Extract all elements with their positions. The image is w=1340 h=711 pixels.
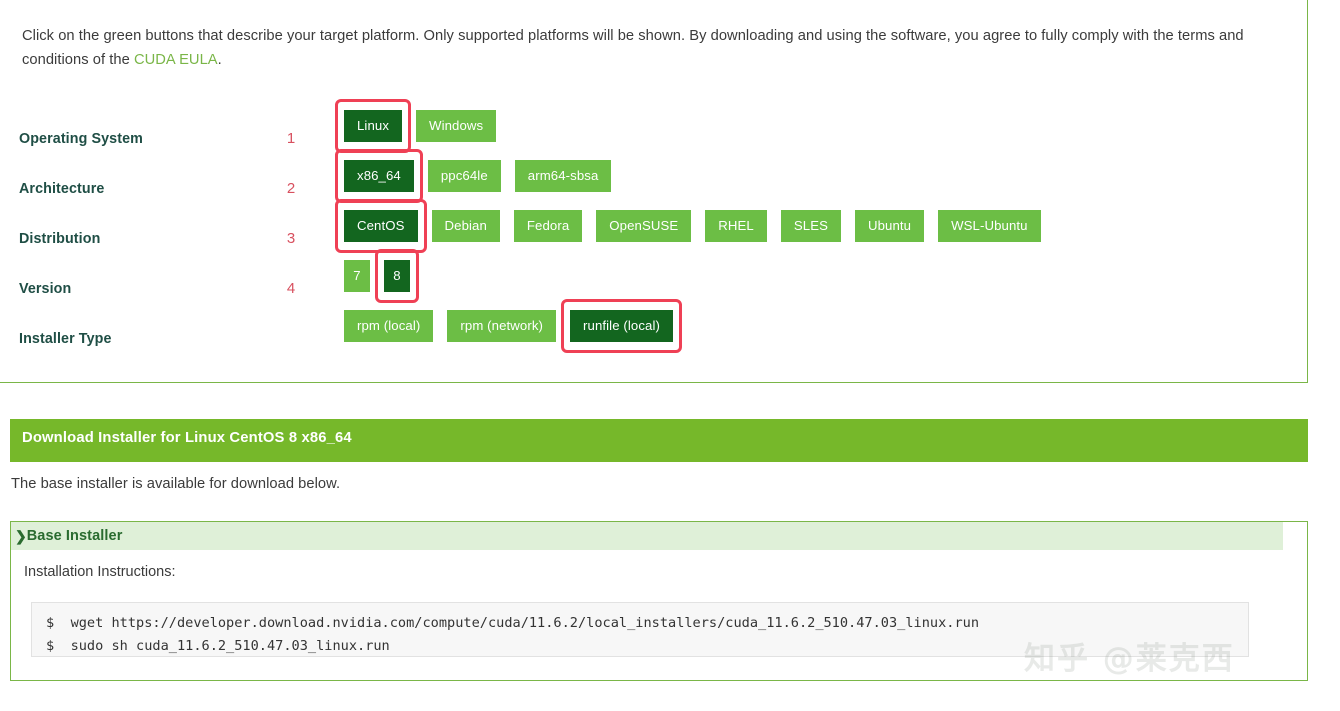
base-installer-accordion-title: Base Installer (26, 528, 123, 544)
matrix-row: Distribution 3 CentOS Debian Fedora OpenSUSE R… (0, 199, 1308, 260)
option-wrapper: Debian (431, 210, 500, 242)
matrix-row: Installer Type rpm (local) rpm (network) ru… (0, 299, 1308, 360)
matrix-option-strip: rpm (local) rpm (network) runfile (local) (344, 299, 683, 360)
option-wrapper: RHEL (705, 210, 767, 242)
base-installer-box: ❯ Base Installer Installation Instructio… (10, 521, 1308, 681)
platform-option-button[interactable]: RHEL (705, 210, 767, 242)
command-line: $ sudo sh cuda_11.6.2_510.47.03_linux.ru… (46, 635, 1234, 657)
option-wrapper: Ubuntu (854, 210, 925, 242)
download-header-bar: Download Installer for Linux CentOS 8 x8… (10, 419, 1308, 462)
platform-option-button[interactable]: Linux (344, 110, 403, 142)
platform-option-button[interactable]: Fedora (513, 210, 583, 242)
matrix-option-strip: CentOS Debian Fedora OpenSUSE RHEL SLES Ubuntu… (335, 199, 1041, 260)
option-wrapper: rpm (network) (447, 310, 557, 342)
option-wrapper: Linux (335, 99, 412, 153)
option-wrapper: runfile (local) (561, 299, 683, 353)
shell-prompt: $ (46, 615, 55, 631)
platform-selector-panel: Click on the green buttons that describe… (0, 0, 1308, 383)
platform-option-button[interactable]: WSL-Ubuntu (938, 210, 1041, 242)
matrix-step-number: 3 (286, 230, 296, 247)
platform-option-button[interactable]: Debian (431, 210, 500, 242)
option-wrapper: WSL-Ubuntu (938, 210, 1041, 242)
matrix-step-number: 4 (286, 280, 296, 297)
base-installer-accordion-header[interactable]: ❯ Base Installer (11, 522, 1283, 550)
matrix-row: Operating System 1 Linux Windows (0, 99, 1308, 160)
download-header-title: Download Installer for Linux CentOS 8 x8… (22, 430, 352, 446)
intro-text-before: Click on the green buttons that describe… (22, 28, 1244, 68)
option-wrapper: 8 (375, 249, 419, 303)
option-wrapper: arm64-sbsa (514, 160, 612, 192)
matrix-row-label: Operating System (19, 131, 143, 147)
platform-option-button[interactable]: ppc64le (427, 160, 501, 192)
matrix-row-label: Distribution (19, 231, 101, 247)
chevron-right-icon: ❯ (15, 528, 27, 544)
base-installer-description: The base installer is available for down… (11, 476, 341, 492)
intro-text-after: . (217, 52, 222, 68)
matrix-option-strip: x86_64 ppc64le arm64-sbsa (335, 149, 612, 210)
installation-instructions-label: Installation Instructions: (24, 564, 176, 580)
option-wrapper: ppc64le (427, 160, 501, 192)
command-text: wget https://developer.download.nvidia.c… (70, 615, 980, 631)
command-line: $ wget https://developer.download.nvidia… (46, 612, 1234, 635)
command-text: sudo sh cuda_11.6.2_510.47.03_linux.run (70, 637, 390, 654)
platform-option-button[interactable]: 7 (344, 260, 370, 292)
install-command-block[interactable]: $ wget https://developer.download.nvidia… (31, 602, 1249, 657)
option-wrapper: OpenSUSE (596, 210, 692, 242)
option-wrapper: Fedora (513, 210, 583, 242)
matrix-row-label: Architecture (19, 181, 105, 197)
option-wrapper: CentOS (335, 199, 427, 253)
shell-prompt: $ (46, 637, 55, 654)
option-wrapper: Windows (416, 110, 497, 142)
matrix-row-label: Installer Type (19, 331, 112, 347)
option-wrapper: rpm (local) (344, 310, 434, 342)
platform-option-button[interactable]: runfile (local) (570, 310, 674, 342)
platform-option-button[interactable]: Ubuntu (854, 210, 925, 242)
platform-option-button[interactable]: OpenSUSE (596, 210, 692, 242)
option-wrapper: 7 (344, 260, 370, 292)
platform-option-button[interactable]: 8 (384, 260, 410, 292)
platform-option-button[interactable]: rpm (network) (447, 310, 557, 342)
platform-option-button[interactable]: SLES (780, 210, 841, 242)
matrix-step-number: 2 (286, 180, 296, 197)
matrix-row: Architecture 2 x86_64 ppc64le arm64-sbsa (0, 149, 1308, 210)
option-wrapper: SLES (780, 210, 841, 242)
platform-option-button[interactable]: CentOS (344, 210, 418, 242)
intro-paragraph: Click on the green buttons that describe… (22, 24, 1272, 72)
cuda-eula-link[interactable]: CUDA EULA (133, 52, 218, 68)
platform-option-button[interactable]: rpm (local) (344, 310, 434, 342)
option-wrapper: x86_64 (335, 149, 423, 203)
matrix-option-strip: Linux Windows (335, 99, 497, 160)
matrix-step-number: 1 (286, 130, 296, 147)
platform-option-button[interactable]: arm64-sbsa (514, 160, 612, 192)
platform-option-button[interactable]: x86_64 (344, 160, 414, 192)
matrix-row-label: Version (19, 281, 72, 297)
platform-option-button[interactable]: Windows (416, 110, 497, 142)
